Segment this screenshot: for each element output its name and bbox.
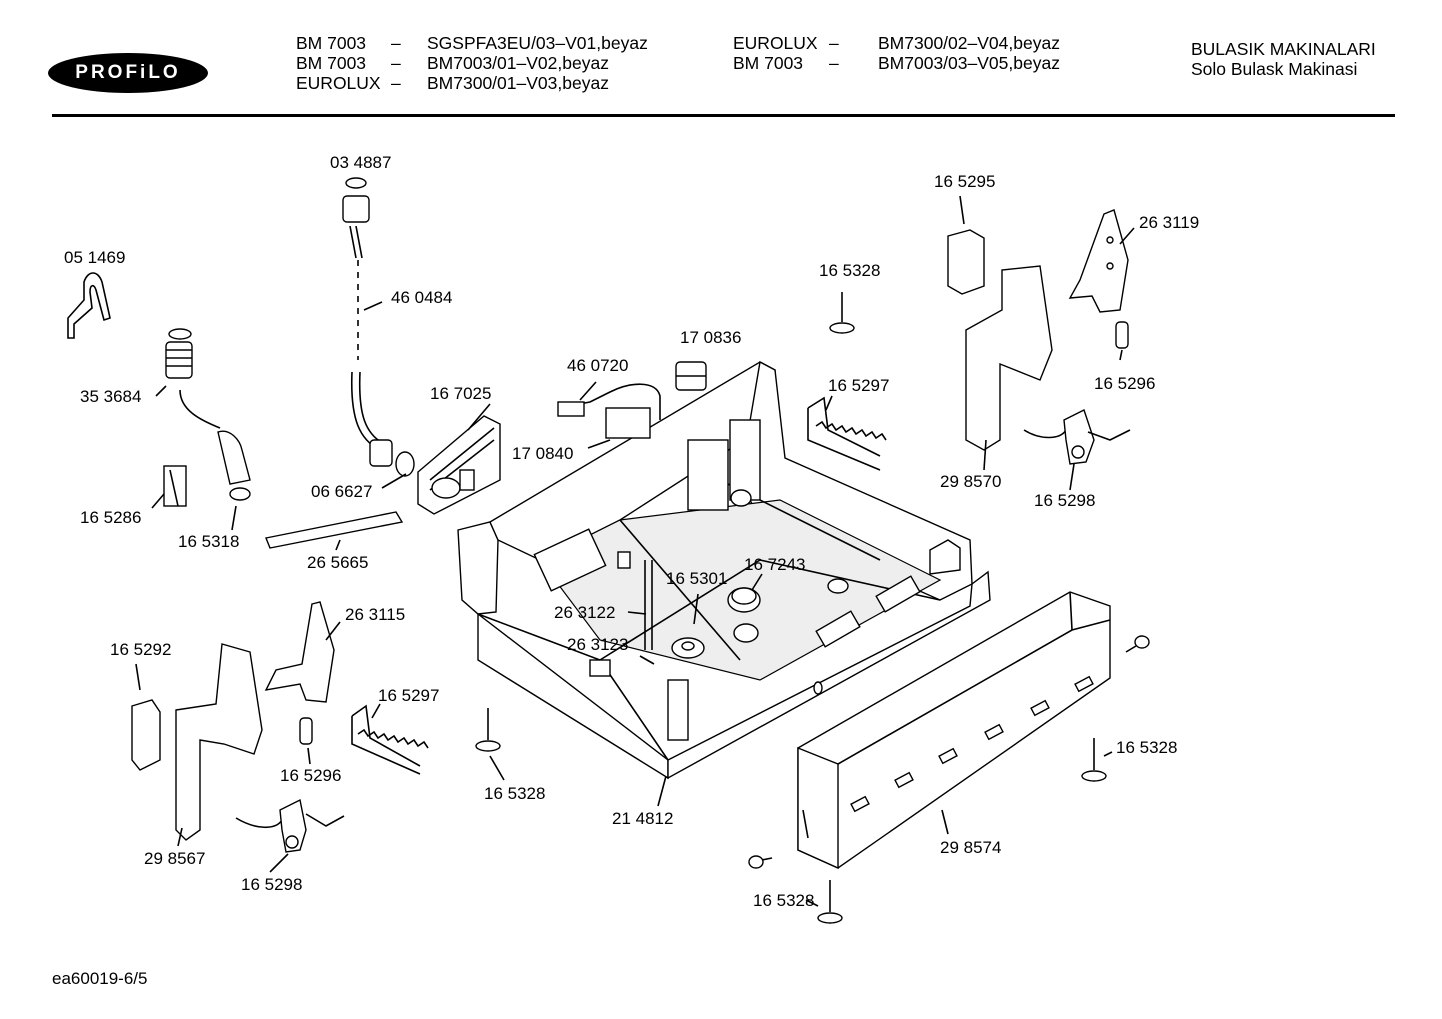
- part-label-265665: 26 5665: [307, 553, 369, 572]
- valve-bracket-part: [557, 361, 707, 439]
- part-label-165328d: 16 5328: [753, 891, 815, 910]
- part-label-263123: 26 3123: [567, 635, 629, 654]
- part-label-263115: 26 3115: [345, 605, 406, 624]
- header-subtitle: Solo Bulask Makinasi: [1191, 59, 1358, 79]
- screw-part-4: [817, 880, 843, 924]
- base-tub-part: [457, 360, 991, 780]
- part-label-165298b: 16 5298: [241, 875, 303, 894]
- part-label-034887: 03 4887: [330, 153, 392, 172]
- part-label-298570: 29 8570: [940, 472, 1002, 491]
- spring-hose-part: [165, 328, 251, 501]
- screw-part-6: [748, 855, 773, 869]
- part-label-051469: 05 1469: [64, 248, 126, 267]
- header-variant: BM7300/02–V04,beyaz: [878, 33, 1060, 53]
- part-label-165297a: 16 5297: [828, 376, 890, 395]
- hinge-arm-right: [965, 265, 1053, 451]
- part-label-298574: 29 8574: [940, 838, 1002, 857]
- inlet-valve-part: [417, 415, 501, 515]
- header-model: BM 7003: [296, 33, 367, 53]
- header-variant-col4: BM7300/02–V04,beyaz BM7003/03–V05,beyaz: [878, 33, 1060, 73]
- hinge-roller-right: [1023, 409, 1131, 465]
- header-model-col3: EUROLUX BM 7003: [733, 33, 818, 73]
- header-divider: [52, 114, 1395, 117]
- screw-part-5: [1125, 635, 1150, 653]
- hinge-cover-right: [947, 229, 985, 295]
- part-label-165296b: 16 5296: [280, 766, 342, 785]
- part-label-263122: 26 3122: [554, 603, 616, 622]
- header-model-col1: BM 7003 BM 7003 EUROLUX: [296, 33, 381, 93]
- header-model: BM 7003: [733, 53, 804, 73]
- hinge-bracket-right: [1068, 209, 1129, 313]
- header-variant: BM7003/03–V05,beyaz: [878, 53, 1060, 73]
- hinge-arm-left: [175, 643, 263, 841]
- part-label-165295: 16 5295: [934, 172, 996, 191]
- part-label-165292: 16 5292: [110, 640, 172, 659]
- hinge-roller-left: [235, 798, 345, 853]
- part-label-263119: 26 3119: [1139, 213, 1200, 232]
- header-model: BM 7003: [296, 53, 367, 73]
- drain-hose-part: [265, 511, 404, 549]
- header-variant: SGSPFA3EU/03–V01,beyaz: [427, 33, 648, 53]
- part-label-066627: 06 6627: [311, 482, 373, 501]
- spring-part-left: [351, 704, 429, 775]
- header-variant: BM7003/01–V02,beyaz: [427, 53, 609, 73]
- part-label-165296a: 16 5296: [1094, 374, 1156, 393]
- header-dash: –: [391, 53, 401, 73]
- part-label-353684: 35 3684: [80, 387, 142, 406]
- part-label-214812: 21 4812: [612, 809, 674, 828]
- part-label-165328c: 16 5328: [1116, 738, 1178, 757]
- screw-part-3: [1081, 738, 1107, 782]
- hinge-bracket-left: [264, 601, 335, 703]
- header-variant-col2: SGSPFA3EU/03–V01,beyaz BM7003/01–V02,bey…: [427, 33, 648, 93]
- header-category-block: BULASIK MAKINALARI Solo Bulask Makinasi: [1191, 39, 1376, 79]
- header-dash-col3: – –: [829, 33, 839, 73]
- part-label-165298a: 16 5298: [1034, 491, 1096, 510]
- part-label-460484: 46 0484: [391, 288, 453, 307]
- part-label-165301: 16 5301: [666, 569, 728, 588]
- part-label-298567: 29 8567: [144, 849, 206, 868]
- hinge-clip-left: [299, 717, 313, 745]
- part-label-460720: 46 0720: [567, 356, 629, 375]
- hose-clip-part: [67, 272, 111, 339]
- leader-lines: [135, 195, 1135, 907]
- kickplate-part: [797, 591, 1111, 870]
- hinge-cover-left: [131, 699, 161, 771]
- part-label-167025: 16 7025: [430, 384, 492, 403]
- header-model: EUROLUX: [296, 73, 381, 93]
- hose-clamp-part: [163, 465, 187, 507]
- hinge-clip-right: [1115, 321, 1129, 349]
- part-label-167243: 16 7243: [744, 555, 806, 574]
- part-label-165286: 16 5286: [80, 508, 142, 527]
- header-dash-col1: – – –: [391, 33, 401, 93]
- header-dash: –: [829, 53, 839, 73]
- header-dash: –: [829, 33, 839, 53]
- screw-part-1: [829, 292, 855, 334]
- drawing-code: ea60019-6/5: [52, 969, 148, 988]
- profilo-logo: PROFiLO: [48, 53, 208, 93]
- part-label-165328a: 16 5328: [819, 261, 881, 280]
- spring-part-right: [807, 396, 887, 471]
- screw-part-2: [475, 708, 501, 752]
- part-label-165318: 16 5318: [178, 532, 240, 551]
- header-dash: –: [391, 73, 401, 93]
- part-label-165328b: 16 5328: [484, 784, 546, 803]
- part-label-165297b: 16 5297: [378, 686, 440, 705]
- header-category: BULASIK MAKINALARI: [1191, 39, 1376, 59]
- part-label-170836: 17 0836: [680, 328, 742, 347]
- header-dash: –: [391, 33, 401, 53]
- part-label-170840: 17 0840: [512, 444, 574, 463]
- inlet-hose-part: [342, 177, 415, 477]
- header-model: EUROLUX: [733, 33, 818, 53]
- header-variant: BM7300/01–V03,beyaz: [427, 73, 609, 93]
